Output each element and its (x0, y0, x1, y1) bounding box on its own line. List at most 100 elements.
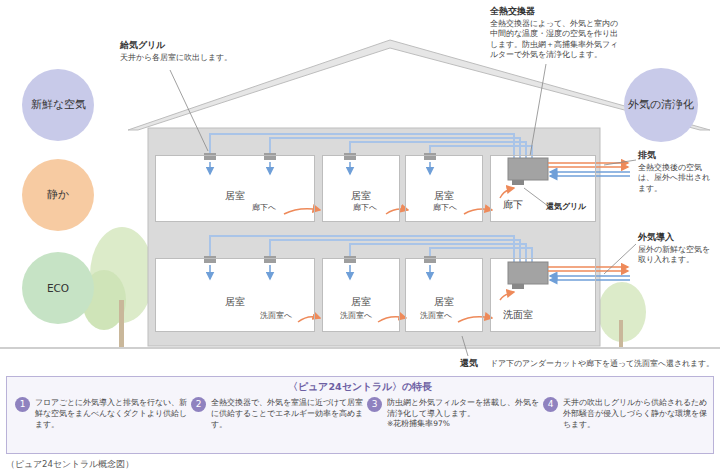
feature-text: 防虫網と外気フィルターを搭載し、外気を清浄化して導入します。 (387, 397, 539, 419)
feature-circle: ECO (22, 252, 94, 324)
illustration-part (209, 265, 211, 279)
illustration-part (430, 146, 532, 158)
illustration-part (464, 209, 492, 214)
illustration-part (550, 171, 630, 173)
illustration-part (550, 279, 630, 281)
room-label: 居室 (351, 189, 371, 203)
caption: （ピュア24セントラル概念図） (6, 459, 134, 470)
room-label: 廊下 (503, 198, 523, 212)
ground-line (0, 347, 720, 349)
callout-text: 全熱交換器によって、外気と室内の中間的な温度・湿度の空気を作り出します。防虫網＋… (490, 19, 620, 61)
callout-text: 洗面室へ (260, 311, 300, 321)
heat-exchanger (508, 158, 548, 289)
room-label: 居室 (434, 295, 454, 309)
callout-text: 全熱交換後の空気は、屋外へ排出されます。 (638, 163, 716, 194)
callout-text: 天井から各居室に吹出します。 (120, 53, 270, 63)
illustration-part (405, 258, 483, 332)
panel-title: 〈ピュア24セントラル〉の特長 (7, 381, 713, 394)
room-box: 廊下 (490, 155, 596, 222)
circle-label: 外気の清浄化 (628, 98, 694, 112)
illustration-part (148, 128, 600, 346)
illustration-part (269, 265, 271, 279)
circle-label: 新鮮な空気 (31, 98, 86, 112)
illustration-part (548, 270, 628, 272)
callout-number: 1 (15, 397, 30, 412)
intake-arrow (550, 172, 630, 280)
feature-item: 3防虫網と外気フィルターを搭載し、外気を清浄化して導入します。※花粉捕集率97% (367, 397, 539, 451)
callout-text: 廊下へ (252, 203, 286, 213)
illustration-part (490, 258, 596, 332)
callout-heading: 全熱交換器 (490, 6, 610, 18)
room-label: 洗面室 (503, 308, 533, 322)
room-label: 居室 (351, 295, 371, 309)
feature-text: 全熱交換器で、外気を室温に近づけて居室に供給することでエネルギー効率を高めます。 (211, 397, 363, 430)
illustration-part (378, 317, 406, 322)
room-box: 居室 (155, 258, 315, 332)
feature-circle: 外気の清浄化 (624, 68, 698, 142)
illustration-part (604, 160, 636, 165)
illustration-part (500, 188, 514, 198)
illustration-part (155, 258, 315, 332)
return-arrow (284, 188, 514, 322)
feature-text: フロアごとに外気導入と排気を行ない、新鮮な空気をまんべんなくダクトより供給します… (35, 397, 187, 430)
illustration-part (500, 292, 514, 300)
illustration-part (490, 155, 596, 222)
illustration-part (550, 275, 630, 277)
feature-body: 天井の吹出しグリルから供給されるため外部騒音が侵入しづらく静かな環境を保ちます。 (563, 397, 711, 430)
illustration-part (548, 166, 628, 168)
illustration-part (349, 265, 351, 279)
illustration-part (298, 317, 320, 322)
callout-heading: 給気グリル (120, 40, 240, 52)
feature-note: ※花粉捕集率97% (387, 419, 539, 429)
illustration-part (550, 175, 630, 177)
illustration-part (429, 265, 431, 279)
illustration-part (269, 162, 271, 174)
feature-circle: 静か (22, 159, 94, 231)
illustration-part (405, 155, 483, 222)
room-box: 居室 (155, 155, 315, 222)
illustration-part (349, 162, 351, 174)
illustration-part (548, 266, 628, 268)
callout-number: 4 (543, 397, 558, 412)
feature-circle: 新鮮な空気 (22, 69, 94, 141)
illustration-part (119, 300, 124, 348)
room-box: 居室 (405, 258, 483, 332)
circle-label: ECO (47, 282, 69, 294)
illustration-part (604, 244, 636, 274)
illustration-part (508, 158, 548, 180)
supply-grille (204, 153, 436, 263)
supply-arrow (210, 162, 430, 279)
duct (210, 134, 532, 262)
exhaust-arrow (548, 163, 628, 271)
callout-heading: 排気 (638, 150, 678, 162)
callout-heading: 外気導入 (638, 232, 698, 244)
callout-heading: 還気 (460, 358, 488, 370)
illustration-part (155, 155, 315, 222)
room-label: 居室 (225, 295, 245, 309)
illustration-part (458, 317, 492, 322)
illustration-part (429, 162, 431, 174)
callout-text: 洗面室へ (340, 311, 380, 321)
illustration-part (322, 258, 400, 332)
illustration-part (350, 244, 526, 262)
circle-label: 静か (47, 188, 69, 202)
callout-heading: 還気グリル (546, 202, 598, 212)
illustration-part (530, 64, 546, 156)
feature-body: 防虫網と外気フィルターを搭載し、外気を清浄化して導入します。※花粉捕集率97% (387, 397, 539, 429)
feature-item: 2 全熱交換器で、外気を室温に近づけて居室に供給することでエネルギー効率を高めます… (191, 397, 363, 451)
callout-text: 洗面室へ (420, 311, 460, 321)
room-box: 洗面室 (490, 258, 596, 332)
illustration-part (512, 180, 524, 185)
illustration-part (209, 162, 211, 174)
feature-panel: 〈ピュア24セントラル〉の特長 1 フロアごとに外気導入と排気を行ない、新鮮な空気を… (6, 376, 714, 454)
callout-text: ドア下のアンダーカットや廊下を通って洗面室へ還されます。 (490, 359, 715, 369)
illustration-part (512, 284, 524, 289)
leader-line (170, 64, 636, 356)
callout-text: 廊下へ (353, 203, 387, 213)
feature-item: 1 フロアごとに外気導入と排気を行ない、新鮮な空気をまんべんなくダクトより供給しま… (15, 397, 187, 451)
room-box: 居室 (322, 258, 400, 332)
callout-number: 2 (191, 397, 206, 412)
callout-text: 廊下へ (433, 203, 467, 213)
illustration-part (430, 248, 532, 262)
